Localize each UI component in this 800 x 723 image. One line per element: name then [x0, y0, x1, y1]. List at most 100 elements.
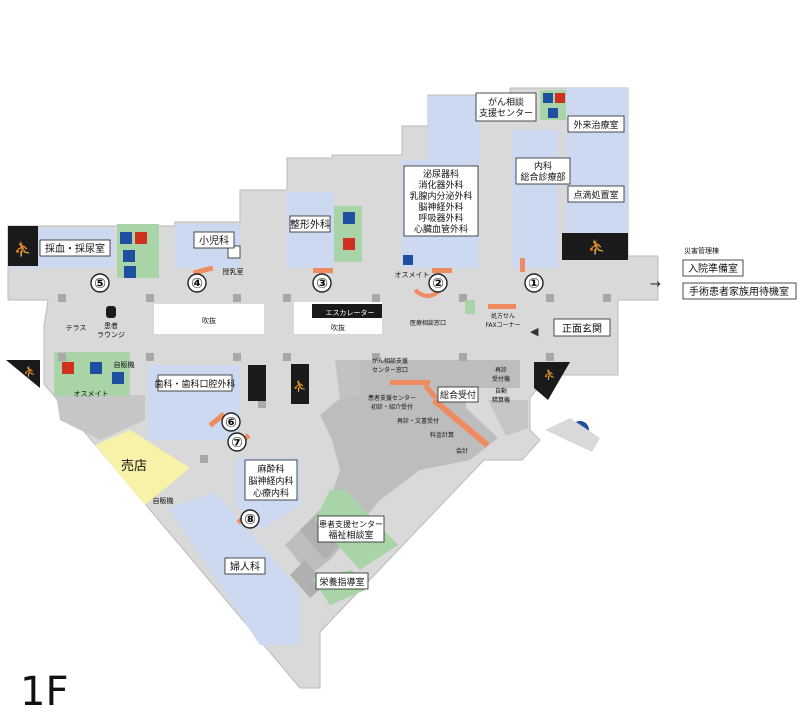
junyu-label: 授乳室 [223, 267, 244, 276]
baiten-label: 売店 [121, 458, 147, 474]
nyuin-label: 入院準備室 [688, 262, 738, 275]
label-box [244, 459, 298, 501]
room-top-strip [428, 96, 480, 160]
eiyo-label: 栄養指導室 [319, 576, 364, 588]
svg-text:⑤: ⑤ [94, 276, 106, 292]
shonika-label: 小児科 [199, 234, 229, 247]
escalator-icon: ⛹ [6, 360, 40, 388]
marker-7: ⑦ [227, 432, 247, 452]
jido-line-1: 自動 [495, 387, 507, 395]
service-area-4 [488, 400, 528, 436]
iryo-sodan-label: 医療相談窓口 [410, 319, 446, 327]
svg-text:⛹: ⛹ [293, 379, 307, 393]
masui-line-1: 麻酔科 [257, 463, 284, 475]
restroom-icon [543, 93, 565, 118]
hinyoki-line-3: 乳腺内分泌外科 [409, 190, 472, 202]
room-baiten [95, 430, 190, 505]
seikei-label: 整形外科 [290, 218, 330, 231]
marker-8: ⑧ [240, 509, 260, 529]
escalator-label: エスカレーター [326, 308, 375, 317]
elevator-icon [106, 306, 116, 318]
svg-text:②: ② [432, 276, 444, 292]
gan-madoguchi-line-2: センター窓口 [372, 366, 408, 374]
escalator-icon: ⛹ [534, 362, 570, 400]
marker-2: ② [428, 273, 448, 293]
marker-5: ⑤ [90, 273, 110, 293]
svg-text:⛹: ⛹ [14, 240, 31, 258]
label-box [315, 572, 369, 590]
jihanki-label: 自販機 [114, 360, 135, 369]
kaikei-label: 会計 [456, 447, 468, 455]
label-box [317, 515, 385, 543]
ryokin-label: 料金計算 [430, 431, 454, 439]
svg-text:⛹: ⛹ [588, 238, 605, 256]
saishin-line-2: 受付機 [492, 375, 510, 383]
label-box [224, 557, 266, 575]
entrance-arrow-icon: → [650, 277, 661, 292]
svg-text:⑧: ⑧ [244, 512, 256, 528]
label-box [403, 165, 479, 237]
shomen-label: 正面玄関 [562, 322, 602, 335]
room-gairai [566, 88, 628, 233]
lounge-line-1: 患者 [104, 321, 118, 330]
room-naika [512, 130, 558, 268]
label-box [39, 239, 111, 257]
emergency-stairs-icon: ⛹ [8, 228, 38, 266]
naika-line-2: 総合診療部 [520, 171, 565, 183]
tenteki-label: 点滴処置室 [573, 189, 618, 201]
svg-text:⛹: ⛹ [24, 365, 36, 378]
marker-1: ① [524, 273, 544, 293]
hinyoki-line-4: 脳神経外科 [418, 201, 463, 213]
svg-text:⛹: ⛹ [544, 368, 556, 381]
ostomate-icon [403, 255, 413, 265]
saishin-line-1: 再診 [495, 366, 507, 374]
gairai-label: 外来治療室 [573, 119, 618, 131]
escalator [312, 304, 382, 318]
restroom-icon [343, 212, 355, 250]
svg-text:④: ④ [191, 276, 203, 292]
parking-path [545, 418, 600, 452]
label-box [553, 318, 611, 337]
fukinuke-label: 吹抜 [202, 316, 216, 325]
svg-text:③: ③ [316, 276, 328, 292]
label-box [475, 92, 537, 122]
main-entrance-arrow-icon: ◀ [530, 325, 539, 338]
fujinka-label: 婦人科 [230, 560, 260, 573]
block-a [562, 233, 628, 260]
void-1 [154, 304, 264, 334]
label-box [515, 157, 571, 185]
shien-line-2: 福祉相談室 [328, 529, 373, 541]
floor-label: 1F [20, 669, 68, 715]
jihanki-label: 自販機 [153, 496, 174, 505]
label-box [289, 215, 331, 233]
escalator-icon: ⛹ [291, 364, 309, 404]
terasu-label: テラス [66, 324, 87, 332]
shika-label: 歯科・歯科口腔外科 [154, 378, 235, 390]
label-box [437, 386, 479, 403]
telephone-icon [465, 300, 475, 314]
svg-text:⑥: ⑥ [225, 415, 237, 431]
masui-line-2: 脳神経内科 [248, 475, 293, 487]
service-area-6 [335, 360, 360, 400]
saiketsu-label: 採血・採尿室 [45, 242, 105, 255]
marker-4: ④ [187, 273, 207, 293]
osumeito-label: オスメイト [395, 271, 430, 279]
label-box [682, 282, 797, 300]
elevator-icon [248, 365, 266, 401]
marker-3: ③ [312, 273, 332, 293]
svg-text:⑦: ⑦ [231, 435, 243, 451]
gan-madoguchi-line-1: がん相談支援 [372, 357, 408, 365]
restroom-icon [120, 232, 147, 278]
emergency-stairs-icon: ⛹ [588, 238, 605, 256]
naika-line-1: 内科 [534, 160, 552, 172]
hinyoki-line-6: 心臓血管外科 [414, 223, 468, 235]
saigai-caption: 災害管理棟 [684, 246, 719, 255]
gan-line-2: 支援センター [479, 107, 533, 119]
shujutsu-label: 手術患者家族用待機室 [689, 285, 789, 298]
shohosen-line-2: FAXコーナー [485, 322, 520, 329]
shien-shoshin-line-2: 初診・紹介受付 [371, 403, 413, 411]
osumeito-label: オスメイト [74, 390, 109, 398]
svg-text:①: ① [528, 276, 540, 292]
saishin-bunsho-label: 再診・文書受付 [397, 417, 439, 425]
